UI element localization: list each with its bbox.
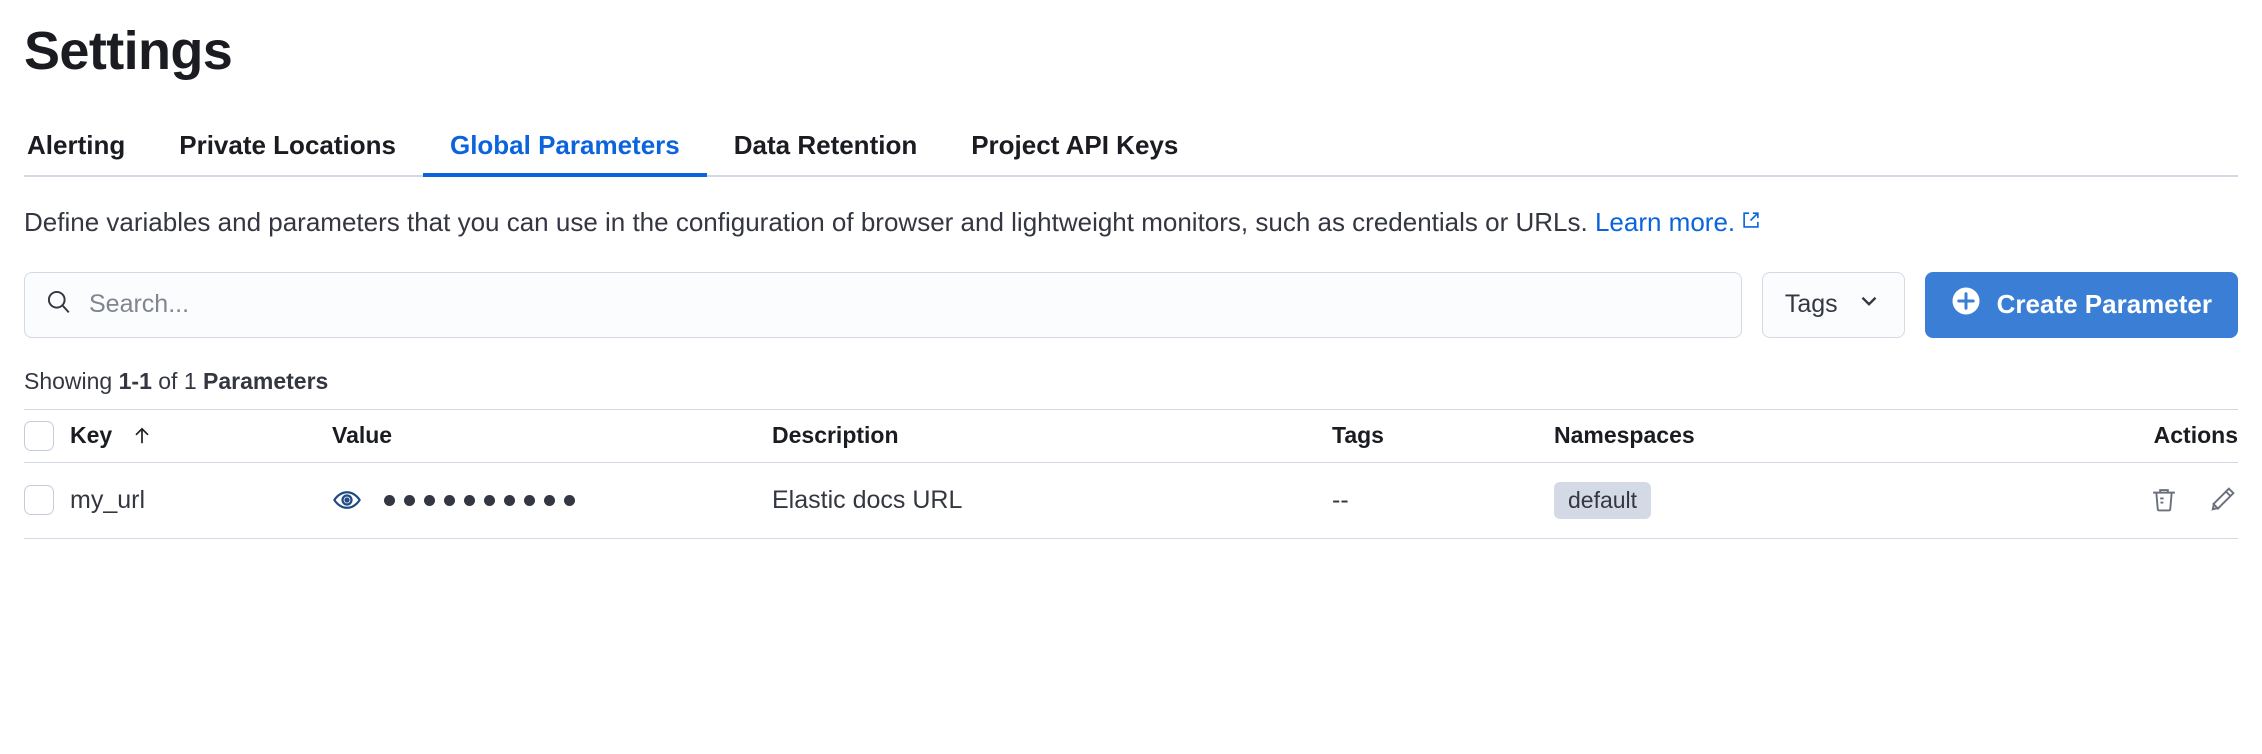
namespace-badge: default	[1554, 481, 1652, 519]
chevron-down-icon	[1856, 288, 1882, 321]
row-description-cell: Elastic docs URL	[772, 486, 1332, 515]
row-actions-cell	[2098, 484, 2238, 516]
tab-label: Private Locations	[179, 130, 396, 161]
column-label: Value	[332, 422, 393, 449]
column-header-namespaces: Namespaces	[1554, 422, 2098, 449]
column-header-tags: Tags	[1332, 422, 1554, 449]
row-select-checkbox[interactable]	[24, 485, 54, 516]
column-label: Namespaces	[1554, 422, 1695, 449]
page-description: Define variables and parameters that you…	[24, 204, 2238, 240]
row-value-cell	[332, 485, 772, 515]
column-label: Actions	[2153, 422, 2238, 449]
column-header-description: Description	[772, 422, 1332, 449]
search-icon	[45, 288, 73, 321]
tab-label: Global Parameters	[449, 130, 680, 161]
tab-global-parameters[interactable]: Global Parameters	[422, 130, 707, 178]
column-header-key[interactable]: Key	[70, 422, 332, 449]
tab-private-locations[interactable]: Private Locations	[152, 132, 423, 175]
tab-label: Alerting	[27, 130, 126, 161]
learn-more-label: Learn more.	[1594, 207, 1736, 238]
masked-value	[384, 494, 575, 506]
external-link-icon	[1741, 204, 1761, 239]
column-header-actions: Actions	[2098, 422, 2238, 449]
row-key-cell: my_url	[70, 486, 332, 515]
arrow-up-icon	[130, 424, 154, 448]
create-parameter-label: Create Parameter	[1996, 289, 2212, 320]
tab-project-api-keys[interactable]: Project API Keys	[944, 132, 1205, 175]
column-label: Tags	[1332, 422, 1384, 449]
select-all-checkbox[interactable]	[24, 420, 54, 451]
tab-alerting[interactable]: Alerting	[24, 132, 152, 175]
table-row: my_url Elastic docs URL -- default	[24, 463, 2238, 539]
learn-more-link[interactable]: Learn more.	[1595, 207, 1735, 237]
tab-label: Project API Keys	[971, 130, 1179, 161]
pencil-icon[interactable]	[2206, 484, 2238, 516]
tags-filter-label: Tags	[1784, 290, 1838, 319]
row-tags-cell: --	[1332, 486, 1554, 515]
tags-filter-button[interactable]: Tags	[1761, 271, 1905, 338]
trash-icon[interactable]	[2148, 484, 2180, 516]
row-select-cell	[24, 485, 70, 516]
plus-circle-icon	[1951, 286, 1981, 323]
tab-data-retention[interactable]: Data Retention	[707, 132, 944, 175]
page-title: Settings	[24, 21, 233, 81]
table-header-row: Key Value Description Tags Namespaces Ac…	[24, 408, 2238, 463]
showing-entity: Parameters	[203, 367, 329, 394]
column-header-value: Value	[332, 422, 772, 449]
create-parameter-button[interactable]: Create Parameter	[1924, 271, 2238, 338]
showing-prefix: Showing	[24, 367, 119, 394]
tab-label: Data Retention	[733, 130, 918, 161]
description-text: Define variables and parameters that you…	[24, 207, 1595, 238]
showing-range: 1-1	[118, 367, 152, 394]
results-count: Showing 1-1 of 1 Parameters	[24, 368, 2238, 395]
search-input[interactable]	[89, 272, 1721, 337]
settings-tabs: Alerting Private Locations Global Parame…	[24, 119, 2238, 178]
toolbar: Tags Create Parameter	[24, 271, 2238, 338]
showing-of: of 1	[151, 367, 204, 394]
parameter-description: Elastic docs URL	[772, 485, 963, 514]
select-all-cell	[24, 420, 70, 451]
parameter-key: my_url	[70, 485, 146, 514]
parameters-table: Key Value Description Tags Namespaces Ac…	[24, 408, 2238, 539]
parameter-tags: --	[1332, 485, 1349, 514]
column-label: Description	[772, 422, 899, 449]
search-box[interactable]	[24, 271, 1742, 338]
eye-icon[interactable]	[332, 485, 362, 515]
row-namespaces-cell: default	[1554, 481, 2098, 519]
column-label: Key	[70, 422, 113, 449]
